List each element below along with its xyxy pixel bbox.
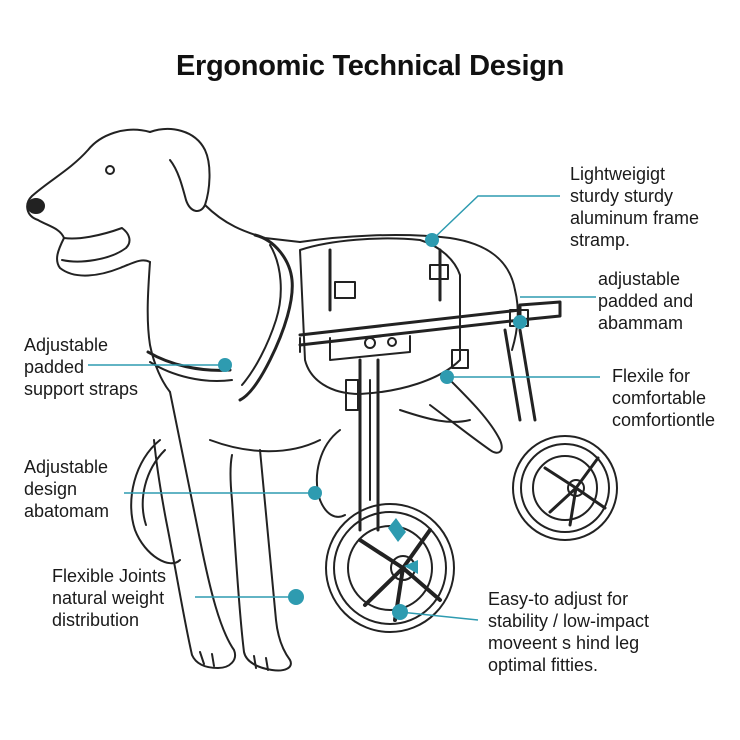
dog-hind-leg [429,379,503,454]
arrow-marker [388,518,406,542]
dog-back [299,234,516,291]
dog-head [26,128,151,277]
wheelchair-frame [298,300,562,347]
leader-frame [431,195,560,241]
dot-frame [425,233,439,247]
leader-stability [399,611,479,621]
dog-front-leg-2 [229,449,292,672]
wheel-front [325,503,455,633]
callout-padded-right: adjustable padded and abammam [598,269,694,333]
wheelchair-strut [358,358,380,532]
dot-design [308,486,322,500]
callout-frame: Lightweigigt sturdy sturdy aluminum fram… [570,164,700,250]
dog-front-leg [153,391,236,669]
dot-straps [218,358,232,372]
wheel-rear [512,435,618,541]
dog-harness [238,233,294,402]
callout-stability: Easy-to adjust for stability / low-impac… [488,589,650,675]
wheelchair-strut-rear [503,328,537,422]
callout-joints: Flexible Joints natural weight distribut… [52,566,167,630]
dot-stability [392,604,408,620]
callout-straps: Adjustable padded support straps [24,335,139,399]
page-title: Ergonomic Technical Design [175,50,565,82]
dot-padded-right [513,315,527,329]
wheel-middle [316,429,346,518]
callout-design: Adjustable design abatomam [24,457,110,521]
dog-ear [149,128,211,212]
wheel-left [130,439,181,565]
dog-neck [204,204,301,243]
arrow-marker-2 [404,560,418,574]
dot-joints [288,589,304,605]
callout-flexile: Flexile for comfortable comfortiontle [612,366,716,430]
dot-flexile [440,370,454,384]
